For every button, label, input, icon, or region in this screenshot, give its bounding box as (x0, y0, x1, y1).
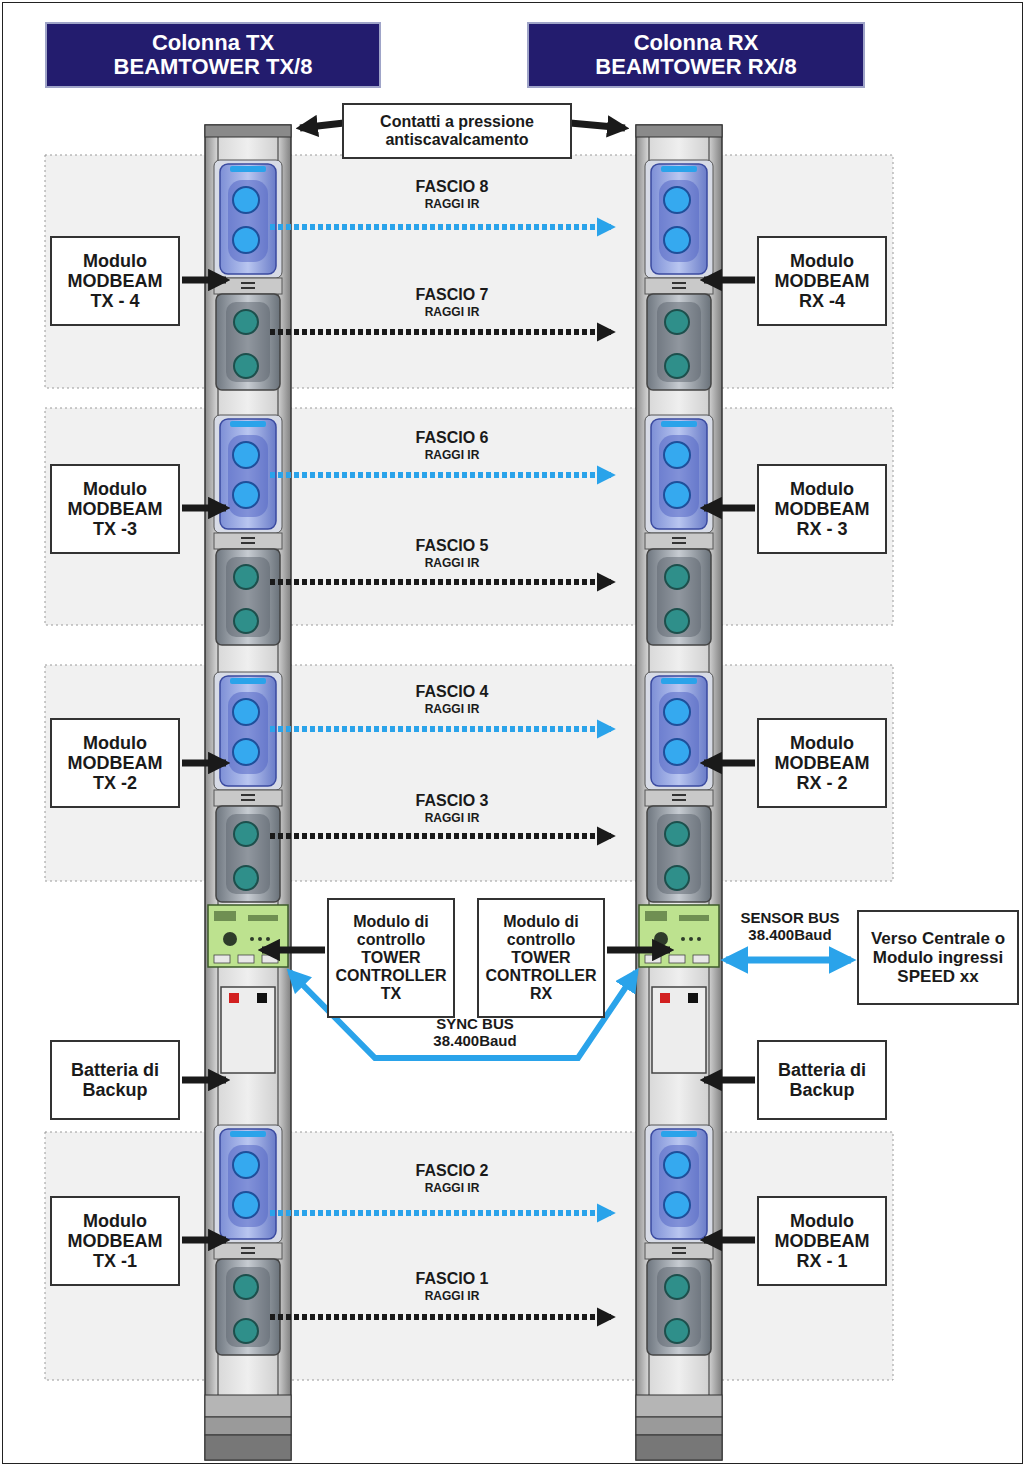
controller-label-box: Modulo di controllo TOWER CONTROLLER TX (327, 898, 455, 1018)
box-text: Batteria di Backup (765, 1060, 879, 1100)
column-title: Colonna TXBEAMTOWER TX/8 (45, 22, 381, 88)
battery-label-box: Batteria di Backup (757, 1040, 887, 1120)
beam-number: FASCIO 2 (416, 1162, 489, 1180)
module-label-box: Modulo MODBEAM RX - 1 (757, 1196, 887, 1286)
beam-number: FASCIO 5 (416, 537, 489, 555)
modbeam-modules (214, 160, 713, 1355)
controller-label-box: Modulo di controllo TOWER CONTROLLER RX (477, 898, 605, 1018)
box-text: Modulo di controllo TOWER CONTROLLER RX (485, 913, 597, 1003)
box-text: BEAMTOWER RX/8 (595, 55, 796, 79)
box-text: Modulo MODBEAM RX - 1 (765, 1211, 879, 1271)
box-text: Modulo MODBEAM TX -2 (58, 733, 172, 793)
box-text: Modulo MODBEAM TX -3 (58, 479, 172, 539)
box-text: Modulo MODBEAM TX - 4 (58, 251, 172, 311)
box-text: Colonna RX (634, 31, 759, 55)
module-label-box: Modulo MODBEAM RX -4 (757, 236, 887, 326)
tower-controller-board (208, 905, 288, 967)
box-text: Batteria di Backup (58, 1060, 172, 1100)
beam-number: FASCIO 7 (416, 286, 489, 304)
ir-beams (270, 227, 612, 1317)
tower-controller-board (639, 905, 719, 967)
bus-label: SENSOR BUS 38.400Baud (735, 910, 845, 943)
detection-zones (45, 155, 893, 1380)
tx-column (205, 125, 291, 1460)
box-text: Colonna TX (152, 31, 274, 55)
module-label-box: Modulo MODBEAM TX -1 (50, 1196, 180, 1286)
box-text: Modulo di controllo TOWER CONTROLLER TX (335, 913, 447, 1003)
beam-number: FASCIO 1 (416, 1270, 489, 1288)
destination-box: Verso Centrale o Modulo ingressi SPEED x… (857, 910, 1019, 1005)
box-text: Modulo MODBEAM RX - 3 (765, 479, 879, 539)
box-text: Modulo MODBEAM RX - 2 (765, 733, 879, 793)
box-text: Contatti a pressione antiscavalcamento (350, 113, 564, 149)
module-label-box: Modulo MODBEAM TX -2 (50, 718, 180, 808)
beam-type: RAGGI IR (425, 557, 480, 570)
beam-type: RAGGI IR (425, 198, 480, 211)
box-text: Modulo MODBEAM TX -1 (58, 1211, 172, 1271)
beam-type: RAGGI IR (425, 1182, 480, 1195)
battery-label-box: Batteria di Backup (50, 1040, 180, 1120)
bus-label: SYNC BUS 38.400Baud (420, 1016, 530, 1049)
beam-type: RAGGI IR (425, 1290, 480, 1303)
beam-type: RAGGI IR (425, 449, 480, 462)
beam-number: FASCIO 8 (416, 178, 489, 196)
rx-column (636, 125, 722, 1460)
callout-box: Contatti a pressione antiscavalcamento (342, 103, 572, 159)
beam-type: RAGGI IR (425, 306, 480, 319)
backup-battery (652, 987, 706, 1073)
beam-type: RAGGI IR (425, 703, 480, 716)
module-label-box: Modulo MODBEAM TX -3 (50, 464, 180, 554)
beam-number: FASCIO 4 (416, 683, 489, 701)
box-text: BEAMTOWER TX/8 (114, 55, 313, 79)
box-text: Modulo MODBEAM RX -4 (765, 251, 879, 311)
leader-arrows (182, 123, 755, 1240)
beam-type: RAGGI IR (425, 812, 480, 825)
beam-number: FASCIO 3 (416, 792, 489, 810)
backup-battery (221, 987, 275, 1073)
beam-number: FASCIO 6 (416, 429, 489, 447)
module-label-box: Modulo MODBEAM TX - 4 (50, 236, 180, 326)
box-text: Verso Centrale o Modulo ingressi SPEED x… (865, 929, 1011, 986)
module-label-box: Modulo MODBEAM RX - 2 (757, 718, 887, 808)
column-title: Colonna RXBEAMTOWER RX/8 (527, 22, 865, 88)
module-label-box: Modulo MODBEAM RX - 3 (757, 464, 887, 554)
